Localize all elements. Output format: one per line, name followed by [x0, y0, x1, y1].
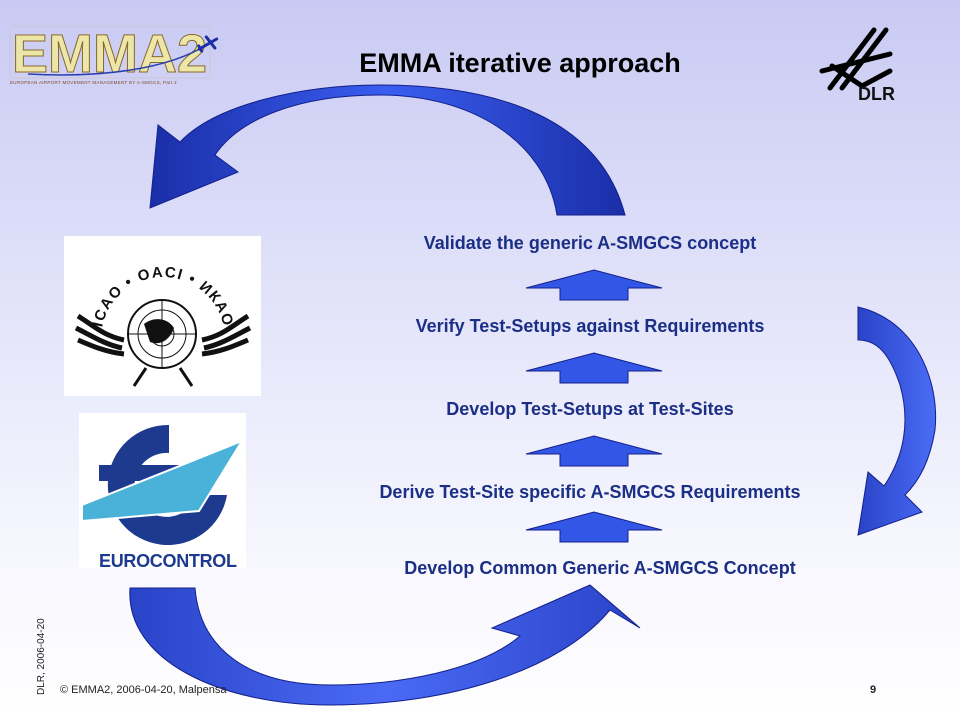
slide-title: EMMA iterative approach [359, 48, 681, 78]
up-arrow-4 [525, 269, 663, 301]
step-develop-common-concept: Develop Common Generic A-SMGCS Concept [404, 558, 796, 578]
up-arrow-2 [525, 435, 663, 467]
step-derive-requirements: Derive Test-Site specific A-SMGCS Requir… [379, 482, 801, 502]
footer-copyright: © EMMA2, 2006-04-20, Malpensa [60, 684, 227, 696]
step-validate-concept: Validate the generic A-SMGCS concept [423, 233, 757, 253]
step-verify-test-setups: Verify Test-Setups against Requirements [415, 316, 765, 336]
eurocontrol-logo [79, 413, 246, 568]
page-number: 9 [870, 684, 877, 696]
step-develop-test-setups: Develop Test-Setups at Test-Sites [446, 399, 734, 419]
right-cycle-arrow [857, 306, 937, 536]
icao-logo: ICAO • OACI • ИКАО [64, 236, 261, 396]
up-arrow-3 [525, 352, 663, 384]
eurocontrol-emblem-icon [81, 424, 245, 545]
side-date-text: DLR, 2006-04-20 [36, 618, 47, 695]
up-arrow-1 [525, 511, 663, 543]
dlr-logo [819, 27, 893, 91]
icao-emblem-icon: ICAO • OACI • ИКАО [74, 264, 252, 387]
eurocontrol-logo-text: EUROCONTROL [99, 551, 237, 571]
bottom-cycle-arrow [129, 584, 641, 706]
airplane-icon [197, 35, 219, 53]
dlr-logo-text: DLR [858, 84, 895, 104]
top-cycle-arrow [149, 84, 626, 216]
emma2-logo: EMMA2 [9, 24, 219, 82]
dlr-emblem-icon [819, 27, 893, 91]
emma2-subtitle: EUROPEAN AIRPORT MOVEMENT MANAGEMENT BY … [10, 80, 177, 85]
